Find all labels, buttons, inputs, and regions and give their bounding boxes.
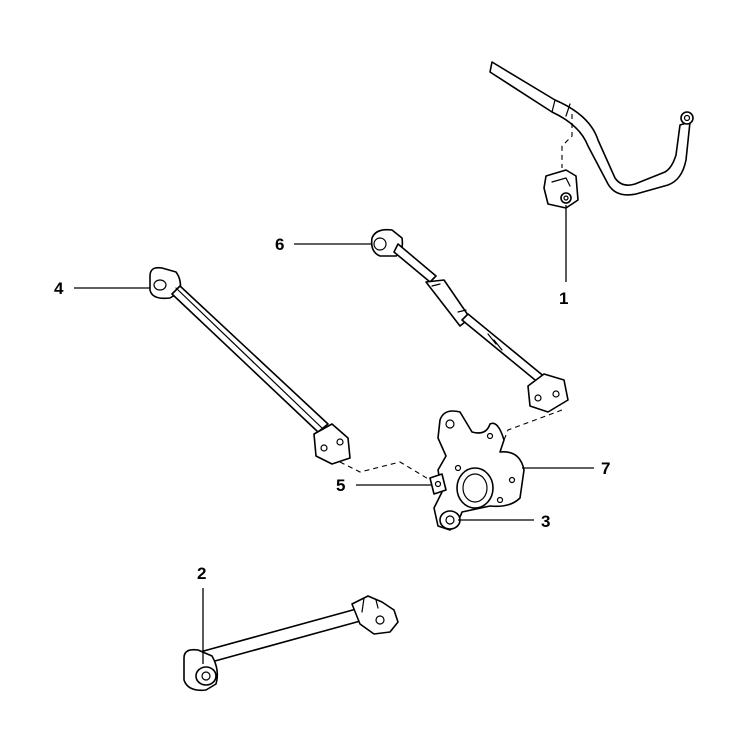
lateral-control-arm	[370, 228, 569, 413]
callout-7: 7	[601, 459, 610, 478]
bushing-guide-line	[561, 114, 573, 168]
knuckle-bushing	[439, 510, 461, 530]
upper-control-arm	[149, 266, 351, 465]
callout-4: 4	[54, 279, 64, 298]
callout-3: 3	[541, 512, 550, 531]
stabilizer-bushing	[543, 169, 579, 209]
trailing-arm	[183, 595, 399, 692]
callout-2: 2	[197, 564, 206, 583]
lateral-arm-guide-line	[499, 409, 563, 451]
knuckle-bolt	[429, 473, 447, 495]
upper-arm-guide-line	[339, 461, 431, 481]
stabilizer-bar	[489, 61, 694, 196]
rear-axle-carrier	[433, 410, 525, 531]
callout-5: 5	[336, 476, 345, 495]
callout-6: 6	[275, 235, 284, 254]
callout-1: 1	[559, 289, 568, 308]
